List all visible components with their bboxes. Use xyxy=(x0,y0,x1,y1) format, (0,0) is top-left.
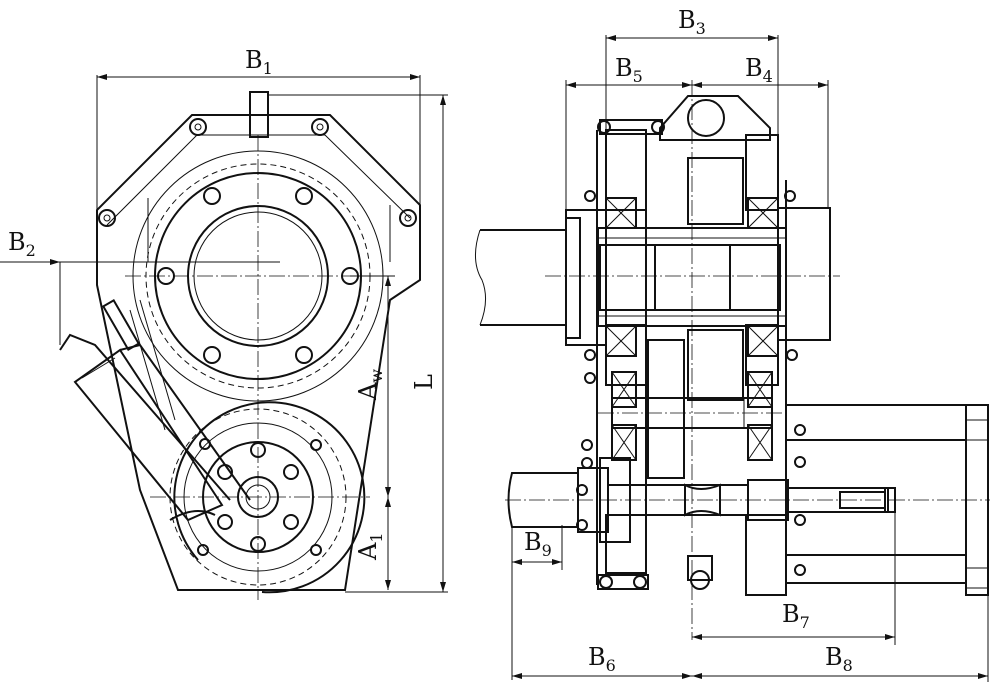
housing-inner-line xyxy=(106,134,411,262)
top-housing xyxy=(659,95,771,141)
housing-outline xyxy=(96,114,421,591)
front-view: B1 B2 L Aw A1 xyxy=(0,46,448,600)
label-b5: B5 xyxy=(615,54,643,86)
breather-pipe xyxy=(249,91,269,138)
label-b3: B3 xyxy=(678,6,706,38)
dimension-b2: B2 xyxy=(0,228,280,345)
dimension-b7: B7 xyxy=(692,512,896,645)
dimension-b3: B3 xyxy=(605,6,779,135)
label-b1: B1 xyxy=(245,46,273,78)
section-center-lines xyxy=(505,80,990,640)
dimension-aw: Aw xyxy=(350,275,395,497)
left-housing-wall xyxy=(596,129,647,585)
label-b4: B4 xyxy=(745,54,773,86)
bearings xyxy=(605,197,779,461)
dimension-b1: B1 xyxy=(96,46,421,232)
label-b2: B2 xyxy=(8,228,36,260)
dimension-a1: A1 xyxy=(354,497,391,590)
dimension-b8: B8 xyxy=(692,595,989,682)
oil-dipstick xyxy=(59,298,251,522)
dimension-b9: B9 xyxy=(511,525,563,680)
label-l: L xyxy=(410,374,438,390)
label-a1: A1 xyxy=(354,532,386,561)
label-aw: Aw xyxy=(354,369,386,401)
label-b8: B8 xyxy=(825,643,853,675)
dimension-l: L xyxy=(268,94,448,593)
section-view: B3 B5 B4 B9 B7 B6 xyxy=(475,6,990,682)
output-gear xyxy=(687,157,744,401)
housing-bolts xyxy=(98,118,417,227)
lifting-eye xyxy=(687,99,725,137)
label-b6: B6 xyxy=(588,643,616,675)
dimension-b4: B4 xyxy=(692,54,829,208)
label-b9: B9 xyxy=(524,528,552,560)
right-housing-wall xyxy=(745,134,787,596)
section-bolts xyxy=(576,119,806,590)
dimension-b5: B5 xyxy=(565,54,692,210)
dimension-b6: B6 xyxy=(512,643,692,679)
label-b7: B7 xyxy=(782,600,810,632)
